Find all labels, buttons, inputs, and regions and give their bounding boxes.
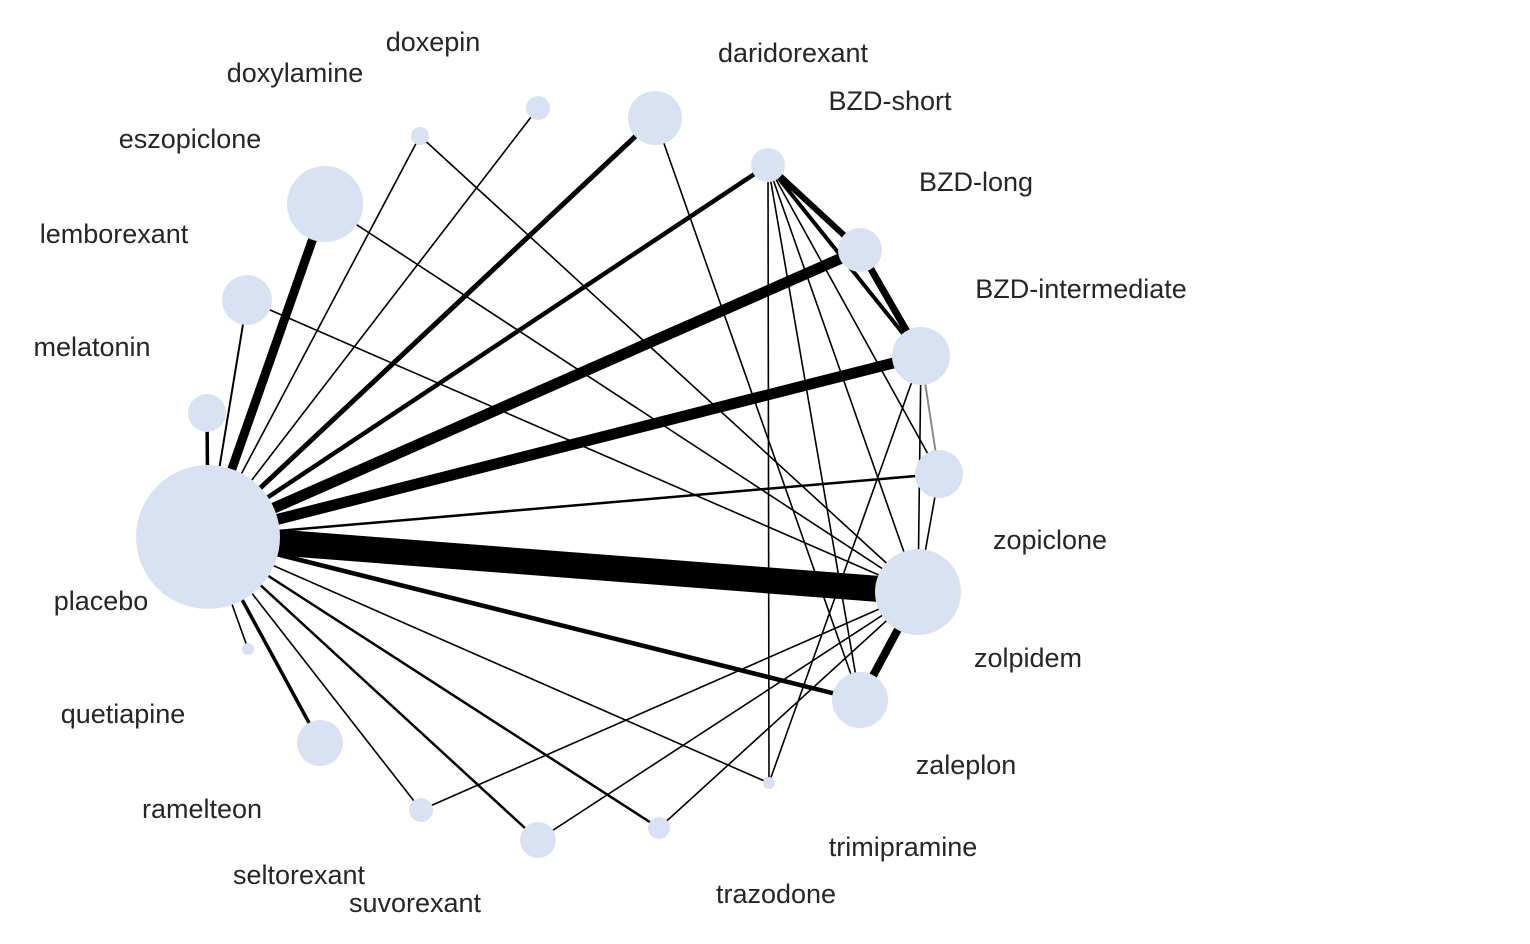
- label-zopiclone: zopiclone: [993, 525, 1107, 555]
- node-BZD-intermediate: [892, 327, 950, 385]
- label-suvorexant: suvorexant: [349, 888, 482, 918]
- node-eszopiclone: [287, 166, 363, 242]
- label-trimipramine: trimipramine: [829, 832, 978, 862]
- edge-placebo--BZD-long: [205, 244, 863, 543]
- label-melatonin: melatonin: [33, 332, 150, 362]
- label-doxepin: doxepin: [386, 27, 481, 57]
- node-doxylamine: [411, 127, 429, 145]
- edge-BZD-short--zaleplon: [767, 164, 861, 701]
- label-quetiapine: quetiapine: [61, 699, 186, 729]
- node-zopiclone: [915, 450, 963, 498]
- edge-placebo--suvorexant: [207, 536, 539, 841]
- node-seltorexant: [409, 798, 433, 822]
- edge-zolpidem--trazodone: [658, 591, 919, 829]
- label-daridorexant: daridorexant: [718, 38, 869, 68]
- edge-zolpidem--suvorexant: [537, 591, 919, 841]
- label-lemborexant: lemborexant: [40, 219, 189, 249]
- node-zolpidem: [875, 549, 961, 635]
- node-trazodone: [648, 817, 670, 839]
- label-seltorexant: seltorexant: [233, 860, 366, 890]
- node-melatonin: [188, 394, 226, 432]
- label-ramelteon: ramelteon: [142, 794, 262, 824]
- node-ramelteon: [297, 720, 343, 766]
- edge-placebo--doxylamine: [207, 135, 421, 538]
- node-BZD-short: [751, 148, 785, 182]
- edge-BZD-intermediate--trimipramine: [768, 355, 922, 784]
- node-placebo: [136, 465, 280, 609]
- label-BZD-short: BZD-short: [828, 86, 952, 116]
- edge-placebo--daridorexant: [206, 116, 657, 539]
- label-trazodone: trazodone: [716, 879, 836, 909]
- edge-zolpidem--eszopiclone: [324, 203, 919, 593]
- node-doxepin: [526, 96, 550, 120]
- edge-placebo--zaleplon: [207, 534, 861, 703]
- edge-placebo--zolpidem: [206, 524, 920, 605]
- label-zolpidem: zolpidem: [974, 643, 1082, 673]
- node-suvorexant: [520, 822, 556, 858]
- edge-daridorexant--zaleplon: [654, 117, 861, 701]
- edge-zolpidem--doxylamine: [419, 135, 919, 593]
- label-doxylamine: doxylamine: [227, 58, 364, 88]
- edge-placebo--zopiclone: [207, 472, 940, 539]
- label-placebo: placebo: [54, 586, 149, 616]
- label-BZD-long: BZD-long: [919, 167, 1033, 197]
- edge-placebo--BZD-intermediate: [206, 350, 923, 543]
- node-trimipramine: [763, 777, 775, 789]
- node-zaleplon: [832, 672, 888, 728]
- edge-placebo--doxepin: [207, 107, 539, 538]
- label-eszopiclone: eszopiclone: [119, 124, 262, 154]
- node-daridorexant: [628, 91, 682, 145]
- edge-BZD-short--trimipramine: [767, 164, 770, 784]
- node-BZD-long: [838, 228, 882, 272]
- edge-BZD-short--zopiclone: [767, 164, 940, 475]
- node-lemborexant: [222, 275, 272, 325]
- edge-placebo--trimipramine: [207, 536, 770, 784]
- node-quetiapine: [242, 643, 254, 655]
- label-zaleplon: zaleplon: [916, 750, 1017, 780]
- edge-placebo--BZD-short: [206, 163, 770, 539]
- edge-placebo--trazodone: [207, 535, 660, 830]
- label-BZD-intermediate: BZD-intermediate: [975, 274, 1187, 304]
